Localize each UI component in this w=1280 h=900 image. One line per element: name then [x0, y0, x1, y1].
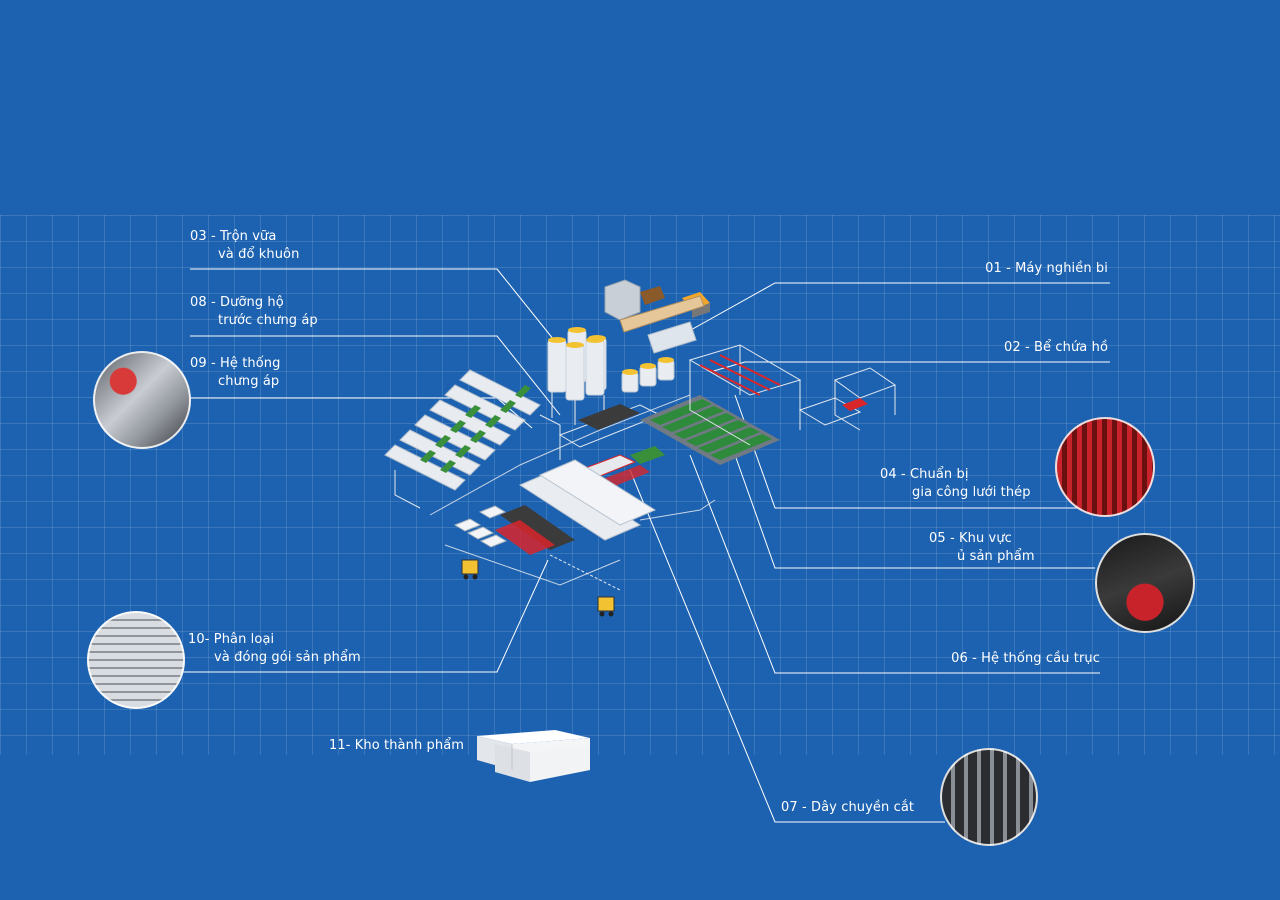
label-06-text: 06 - Hệ thống cầu trục: [951, 651, 1100, 666]
packaging-blocks: [453, 505, 508, 548]
steel-frame: [798, 367, 897, 431]
label-07: 07 - Dây chuyền cắt: [781, 799, 914, 817]
label-04-line1: 04 - Chuẩn bị: [880, 467, 969, 482]
cutting-line: [495, 459, 657, 591]
label-08-line1: 08 - Dưỡng hộ: [190, 295, 284, 310]
forklift-icon: [461, 559, 615, 617]
label-10-line1: 10- Phân loại: [188, 632, 275, 647]
silos: [547, 327, 607, 425]
label-03-line1: 03 - Trộn vữa: [190, 229, 277, 244]
curing-area-photo: [1095, 533, 1195, 633]
finished-blocks-icon: [477, 730, 590, 782]
autoclave-photo: [93, 351, 191, 449]
curing-tracks: [640, 395, 780, 465]
red-racks: [699, 354, 781, 396]
label-02: 02 - Bể chứa hồ: [1004, 339, 1108, 357]
label-08-line2: trước chưng áp: [218, 313, 318, 328]
label-11-text: 11- Kho thành phẩm: [329, 738, 465, 753]
autoclaves: [384, 369, 561, 509]
label-01: 01 - Máy nghiền bi: [985, 260, 1108, 278]
steel-mesh-photo: [1055, 417, 1155, 517]
ball-mill: [619, 295, 705, 354]
label-09-line1: 09 - Hệ thống: [190, 356, 281, 371]
label-07-text: 07 - Dây chuyền cắt: [781, 800, 915, 815]
label-10: 10- Phân loại và đóng gói sản phẩm: [188, 631, 361, 667]
label-04: 04 - Chuẩn bị gia công lưới thép: [880, 466, 1031, 502]
floor-outline: [429, 394, 716, 586]
label-08: 08 - Dưỡng hộ trước chưng áp: [190, 294, 318, 330]
label-09: 09 - Hệ thống chưng áp: [190, 355, 281, 391]
label-03: 03 - Trộn vữa và đổ khuôn: [190, 228, 299, 264]
label-10-line2: và đóng gói sản phẩm: [214, 650, 361, 665]
label-02-text: 02 - Bể chứa hồ: [1004, 340, 1108, 355]
label-05-line2: ủ sản phẩm: [957, 549, 1035, 564]
label-09-line2: chưng áp: [218, 374, 280, 389]
slurry-tanks: [621, 359, 675, 393]
label-01-text: 01 - Máy nghiền bi: [985, 261, 1108, 276]
label-05: 05 - Khu vực ủ sản phẩm: [929, 530, 1035, 566]
cutting-line-photo: [940, 748, 1038, 846]
label-11: 11- Kho thành phẩm: [329, 737, 464, 755]
packaging-photo: [87, 611, 185, 709]
label-05-line1: 05 - Khu vực: [929, 531, 1012, 546]
label-06: 06 - Hệ thống cầu trục: [951, 650, 1100, 668]
label-03-line2: và đổ khuôn: [218, 247, 300, 262]
crane-structure: [688, 344, 802, 446]
label-04-line2: gia công lưới thép: [912, 485, 1031, 500]
